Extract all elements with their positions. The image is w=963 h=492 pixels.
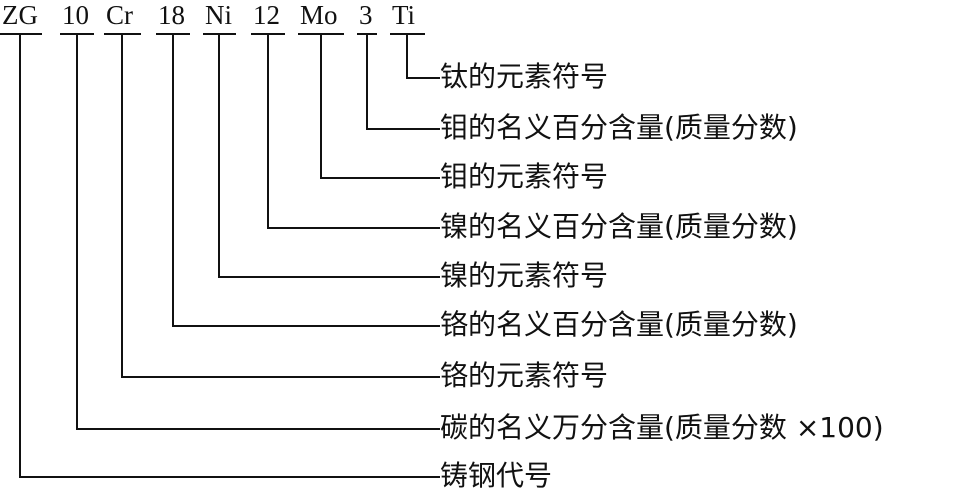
- leader-vertical-zg: [19, 34, 21, 476]
- leader-vertical-ti: [406, 34, 408, 77]
- code-zg: ZG: [2, 0, 38, 30]
- code-cr: Cr: [106, 0, 133, 30]
- code-12: 12: [253, 0, 280, 30]
- label-mo: 钼的元素符号: [440, 160, 609, 193]
- leader-horizontal-zg: [19, 476, 440, 478]
- code-18: 18: [158, 0, 185, 30]
- underline-zg: [0, 33, 42, 35]
- leader-horizontal-mo: [320, 177, 440, 179]
- leader-vertical-10: [76, 34, 78, 428]
- leader-horizontal-ti: [406, 77, 440, 79]
- code-3: 3: [359, 0, 373, 30]
- label-12: 镍的名义百分含量(质量分数): [440, 210, 798, 243]
- leader-horizontal-3: [366, 128, 440, 130]
- leader-vertical-12: [267, 34, 269, 227]
- label-10: 碳的名义万分含量(质量分数 ×100): [440, 411, 884, 444]
- code-ni: Ni: [205, 0, 232, 30]
- leader-horizontal-ni: [218, 276, 440, 278]
- leader-horizontal-18: [172, 325, 440, 327]
- code-ti: Ti: [392, 0, 416, 30]
- leader-vertical-18: [172, 34, 174, 325]
- leader-vertical-cr: [121, 34, 123, 376]
- label-3: 钼的名义百分含量(质量分数): [440, 111, 798, 144]
- label-18: 铬的名义百分含量(质量分数): [440, 308, 798, 341]
- leader-vertical-ni: [218, 34, 220, 276]
- label-ni: 镍的元素符号: [440, 259, 609, 292]
- label-zg: 铸钢代号: [440, 459, 553, 492]
- leader-vertical-3: [366, 34, 368, 128]
- label-cr: 铬的元素符号: [440, 359, 609, 392]
- code-10: 10: [62, 0, 89, 30]
- leader-horizontal-cr: [121, 376, 440, 378]
- code-mo: Mo: [300, 0, 338, 30]
- leader-horizontal-10: [76, 428, 440, 430]
- leader-vertical-mo: [320, 34, 322, 177]
- leader-horizontal-12: [267, 227, 440, 229]
- label-ti: 钛的元素符号: [440, 60, 609, 93]
